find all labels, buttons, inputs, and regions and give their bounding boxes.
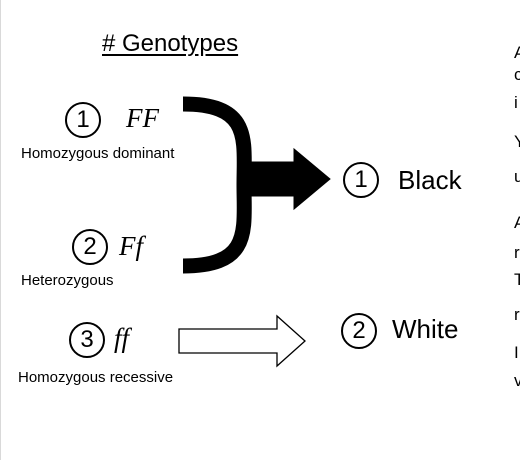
phenotype-1-number-circle: 1 [343, 162, 379, 198]
genotype-2-description: Heterozygous [21, 272, 114, 289]
genotype-2-number-circle: 2 [72, 229, 108, 265]
genotype-3-description: Homozygous recessive [18, 369, 174, 386]
genotype-3-number-circle: 3 [69, 322, 105, 358]
cut-off-text: c [514, 66, 520, 83]
cut-off-text: Y [514, 133, 520, 150]
cut-off-text: i [514, 94, 518, 111]
cut-off-text: r [514, 306, 520, 323]
page-title: # Genotypes [102, 30, 239, 57]
phenotype-1-label: Black [398, 165, 462, 195]
cut-off-text: A [514, 214, 520, 231]
genotype-1-number-circle: 1 [65, 102, 101, 138]
solid-arrow [251, 147, 331, 211]
genotype-1-description: Homozygous dominant [21, 145, 175, 162]
genotype-3-symbol: ff [114, 323, 130, 353]
phenotype-2-label: White [392, 314, 459, 344]
genotype-1-symbol: FF [126, 103, 159, 133]
genotype-2-symbol: Ff [119, 231, 143, 261]
cut-off-text: v [514, 372, 520, 389]
cut-off-text: I [514, 344, 519, 361]
cut-off-text: T [514, 271, 520, 288]
phenotype-2-number-circle: 2 [341, 313, 377, 349]
cut-off-text: u [514, 168, 520, 185]
cut-off-text: r [514, 244, 520, 261]
slide-edge [0, 0, 1, 460]
grouping-bracket [182, 96, 252, 274]
cut-off-text: A [514, 44, 520, 61]
outline-arrow [178, 314, 306, 368]
